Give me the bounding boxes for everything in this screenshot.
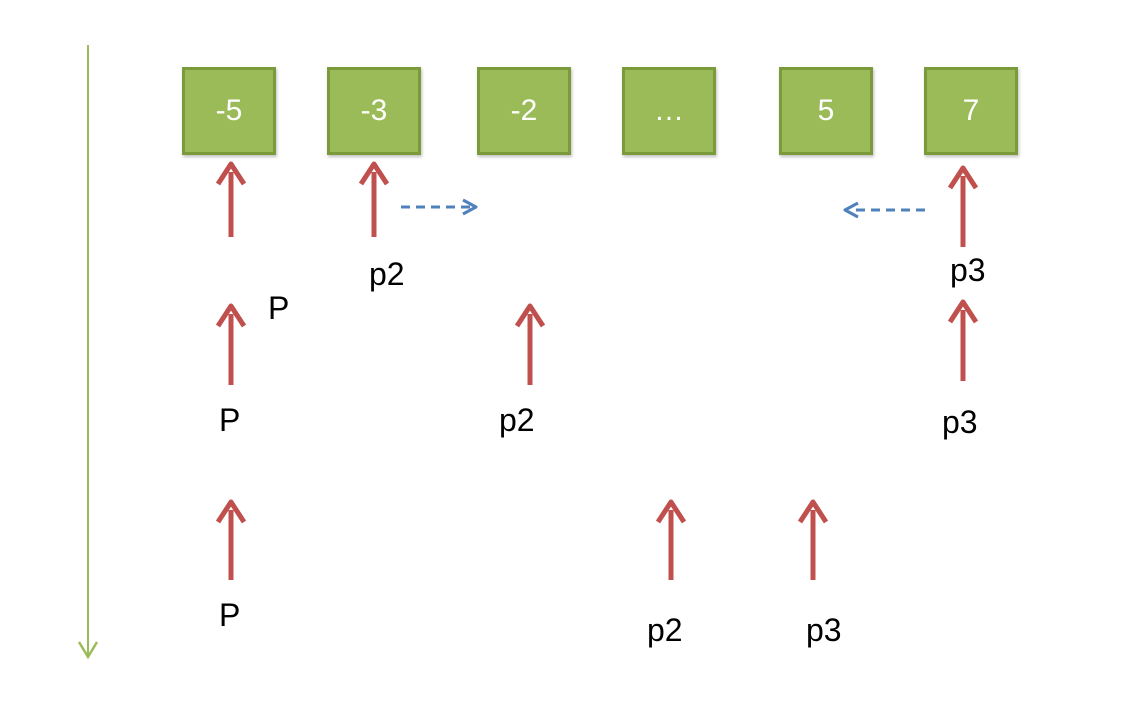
pointer-label-p3: p3 (942, 404, 978, 440)
pointer-label-p2: p2 (647, 612, 683, 648)
pointer-label-p: P (268, 290, 290, 326)
pointer-label-p3: p3 (806, 612, 842, 648)
up-arrow-icon (358, 161, 390, 237)
up-arrow-icon (655, 499, 687, 580)
pointer-label-p: P (219, 402, 241, 438)
array-cell: -3 (327, 67, 421, 155)
up-arrow-icon (947, 165, 979, 247)
up-arrow-icon (947, 299, 979, 381)
up-arrow-icon (215, 303, 247, 385)
up-arrow-icon (514, 303, 546, 385)
up-arrow-icon (797, 499, 829, 580)
dashed-arrow-right-icon (401, 198, 478, 216)
pointer-label-p3: p3 (950, 252, 986, 288)
array-cell: 5 (779, 67, 873, 155)
up-arrow-icon (215, 499, 247, 580)
array-cell-ellipsis: … (622, 67, 716, 155)
array-cell: -2 (477, 67, 571, 155)
pointer-label-p2: p2 (499, 402, 535, 438)
pointer-label-p2: p2 (369, 256, 405, 292)
up-arrow-icon (215, 161, 247, 237)
pointer-label-p: P (219, 597, 241, 633)
array-cell: -5 (182, 67, 276, 155)
dashed-arrow-left-icon (843, 201, 925, 219)
array-cell: 7 (924, 67, 1018, 155)
